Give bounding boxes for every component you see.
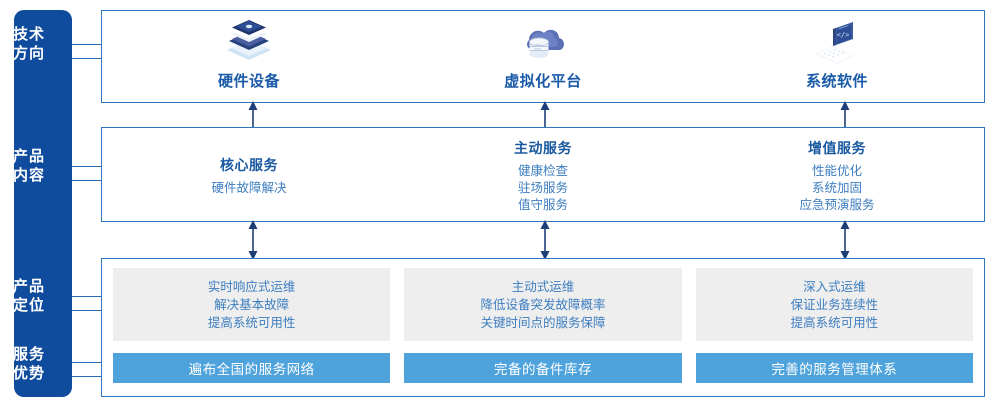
connector-content-2 bbox=[72, 180, 102, 181]
advantage-bar-management-system[interactable]: 完善的服务管理体系 bbox=[695, 353, 973, 383]
connector-tech-1 bbox=[72, 44, 102, 45]
content-card-title: 核心服务 bbox=[220, 156, 278, 173]
sidebar-item-label-line2: 方向 bbox=[12, 45, 45, 62]
category-sidebar bbox=[14, 10, 72, 397]
content-card-sub: 值守服务 bbox=[517, 197, 568, 212]
content-card-title: 主动服务 bbox=[514, 139, 572, 156]
sidebar-item-product-positioning[interactable]: 产品 定位 bbox=[0, 277, 58, 315]
sidebar-item-label-line1: 技术 bbox=[12, 26, 45, 43]
positioning-card-line: 提高系统可用性 bbox=[790, 315, 879, 330]
arrow-bidirectional-proactive bbox=[540, 220, 550, 260]
content-card-value-added-service[interactable]: 增值服务 性能优化 系统加固 应急预演服务 bbox=[690, 128, 984, 221]
content-card-sub: 硬件故障解决 bbox=[211, 180, 287, 195]
connector-positioning-1 bbox=[72, 296, 102, 297]
svg-text:</>: </> bbox=[837, 31, 850, 39]
arrow-up-hardware bbox=[248, 101, 258, 129]
sidebar-item-label-line2: 优势 bbox=[12, 365, 45, 382]
tech-card-hardware[interactable]: 硬件设备 bbox=[102, 11, 396, 91]
positioning-card-line: 解决基本故障 bbox=[214, 297, 290, 312]
tech-card-label: 系统软件 bbox=[805, 73, 868, 90]
positioning-card-realtime[interactable]: 实时响应式运维 解决基本故障 提高系统可用性 bbox=[113, 268, 391, 341]
sidebar-item-label-line2: 内容 bbox=[12, 167, 45, 184]
arrow-up-virtualization bbox=[540, 101, 550, 129]
tech-direction-panel: 硬件设备 bbox=[101, 10, 985, 103]
tech-card-label: 硬件设备 bbox=[217, 73, 280, 90]
sidebar-item-product-content[interactable]: 产品 内容 bbox=[0, 147, 58, 185]
arrow-up-system-software bbox=[840, 101, 850, 129]
sidebar-item-label-line1: 产品 bbox=[12, 278, 45, 295]
sidebar-item-label-line2: 定位 bbox=[12, 297, 45, 314]
positioning-card-indepth[interactable]: 深入式运维 保证业务连续性 提高系统可用性 bbox=[695, 268, 973, 341]
arrow-bidirectional-value-added bbox=[840, 220, 850, 260]
laptop-code-icon: </> bbox=[809, 20, 865, 68]
positioning-card-line: 降低设备突发故障概率 bbox=[480, 297, 606, 312]
product-content-panel: 核心服务 硬件故障解决 主动服务 健康检查 驻场服务 值守服务 增值服务 性能优… bbox=[101, 127, 985, 222]
positioning-card-line: 关键时间点的服务保障 bbox=[480, 315, 606, 330]
cloud-database-icon bbox=[515, 20, 571, 68]
tech-card-virtualization[interactable]: 虚拟化平台 bbox=[396, 11, 690, 91]
connector-content-1 bbox=[72, 166, 102, 167]
positioning-card-line: 提高系统可用性 bbox=[207, 315, 296, 330]
positioning-card-line: 主动式运维 bbox=[511, 279, 575, 294]
connector-advantage-2 bbox=[72, 376, 102, 377]
sidebar-item-label-line1: 产品 bbox=[12, 148, 45, 165]
tech-card-system-software[interactable]: </> 系统软件 bbox=[690, 11, 984, 91]
server-stack-icon bbox=[221, 20, 277, 68]
arrow-bidirectional-core bbox=[248, 220, 258, 260]
content-card-core-service[interactable]: 核心服务 硬件故障解决 bbox=[102, 128, 396, 221]
content-card-sub: 应急预演服务 bbox=[799, 197, 875, 212]
content-card-proactive-service[interactable]: 主动服务 健康检查 驻场服务 值守服务 bbox=[396, 128, 690, 221]
advantage-bar-spare-parts[interactable]: 完备的备件库存 bbox=[404, 353, 682, 383]
sidebar-item-service-advantage[interactable]: 服务 优势 bbox=[0, 345, 58, 383]
content-card-title: 增值服务 bbox=[808, 139, 866, 156]
advantage-bar-service-network[interactable]: 遍布全国的服务网络 bbox=[113, 353, 391, 383]
content-card-sub: 系统加固 bbox=[811, 180, 862, 195]
content-card-sub: 驻场服务 bbox=[517, 180, 568, 195]
content-card-sub: 性能优化 bbox=[811, 163, 862, 178]
tech-card-label: 虚拟化平台 bbox=[504, 73, 582, 90]
positioning-card-proactive[interactable]: 主动式运维 降低设备突发故障概率 关键时间点的服务保障 bbox=[404, 268, 682, 341]
sidebar-item-label-line1: 服务 bbox=[12, 346, 45, 363]
positioning-card-line: 实时响应式运维 bbox=[207, 279, 296, 294]
positioning-card-line: 深入式运维 bbox=[803, 279, 866, 294]
connector-positioning-2 bbox=[72, 310, 102, 311]
positioning-card-line: 保证业务连续性 bbox=[790, 297, 879, 312]
connector-advantage-1 bbox=[72, 362, 102, 363]
connector-tech-2 bbox=[72, 58, 102, 59]
content-card-sub: 健康检查 bbox=[517, 163, 568, 178]
sidebar-item-tech-direction[interactable]: 技术 方向 bbox=[0, 25, 58, 63]
